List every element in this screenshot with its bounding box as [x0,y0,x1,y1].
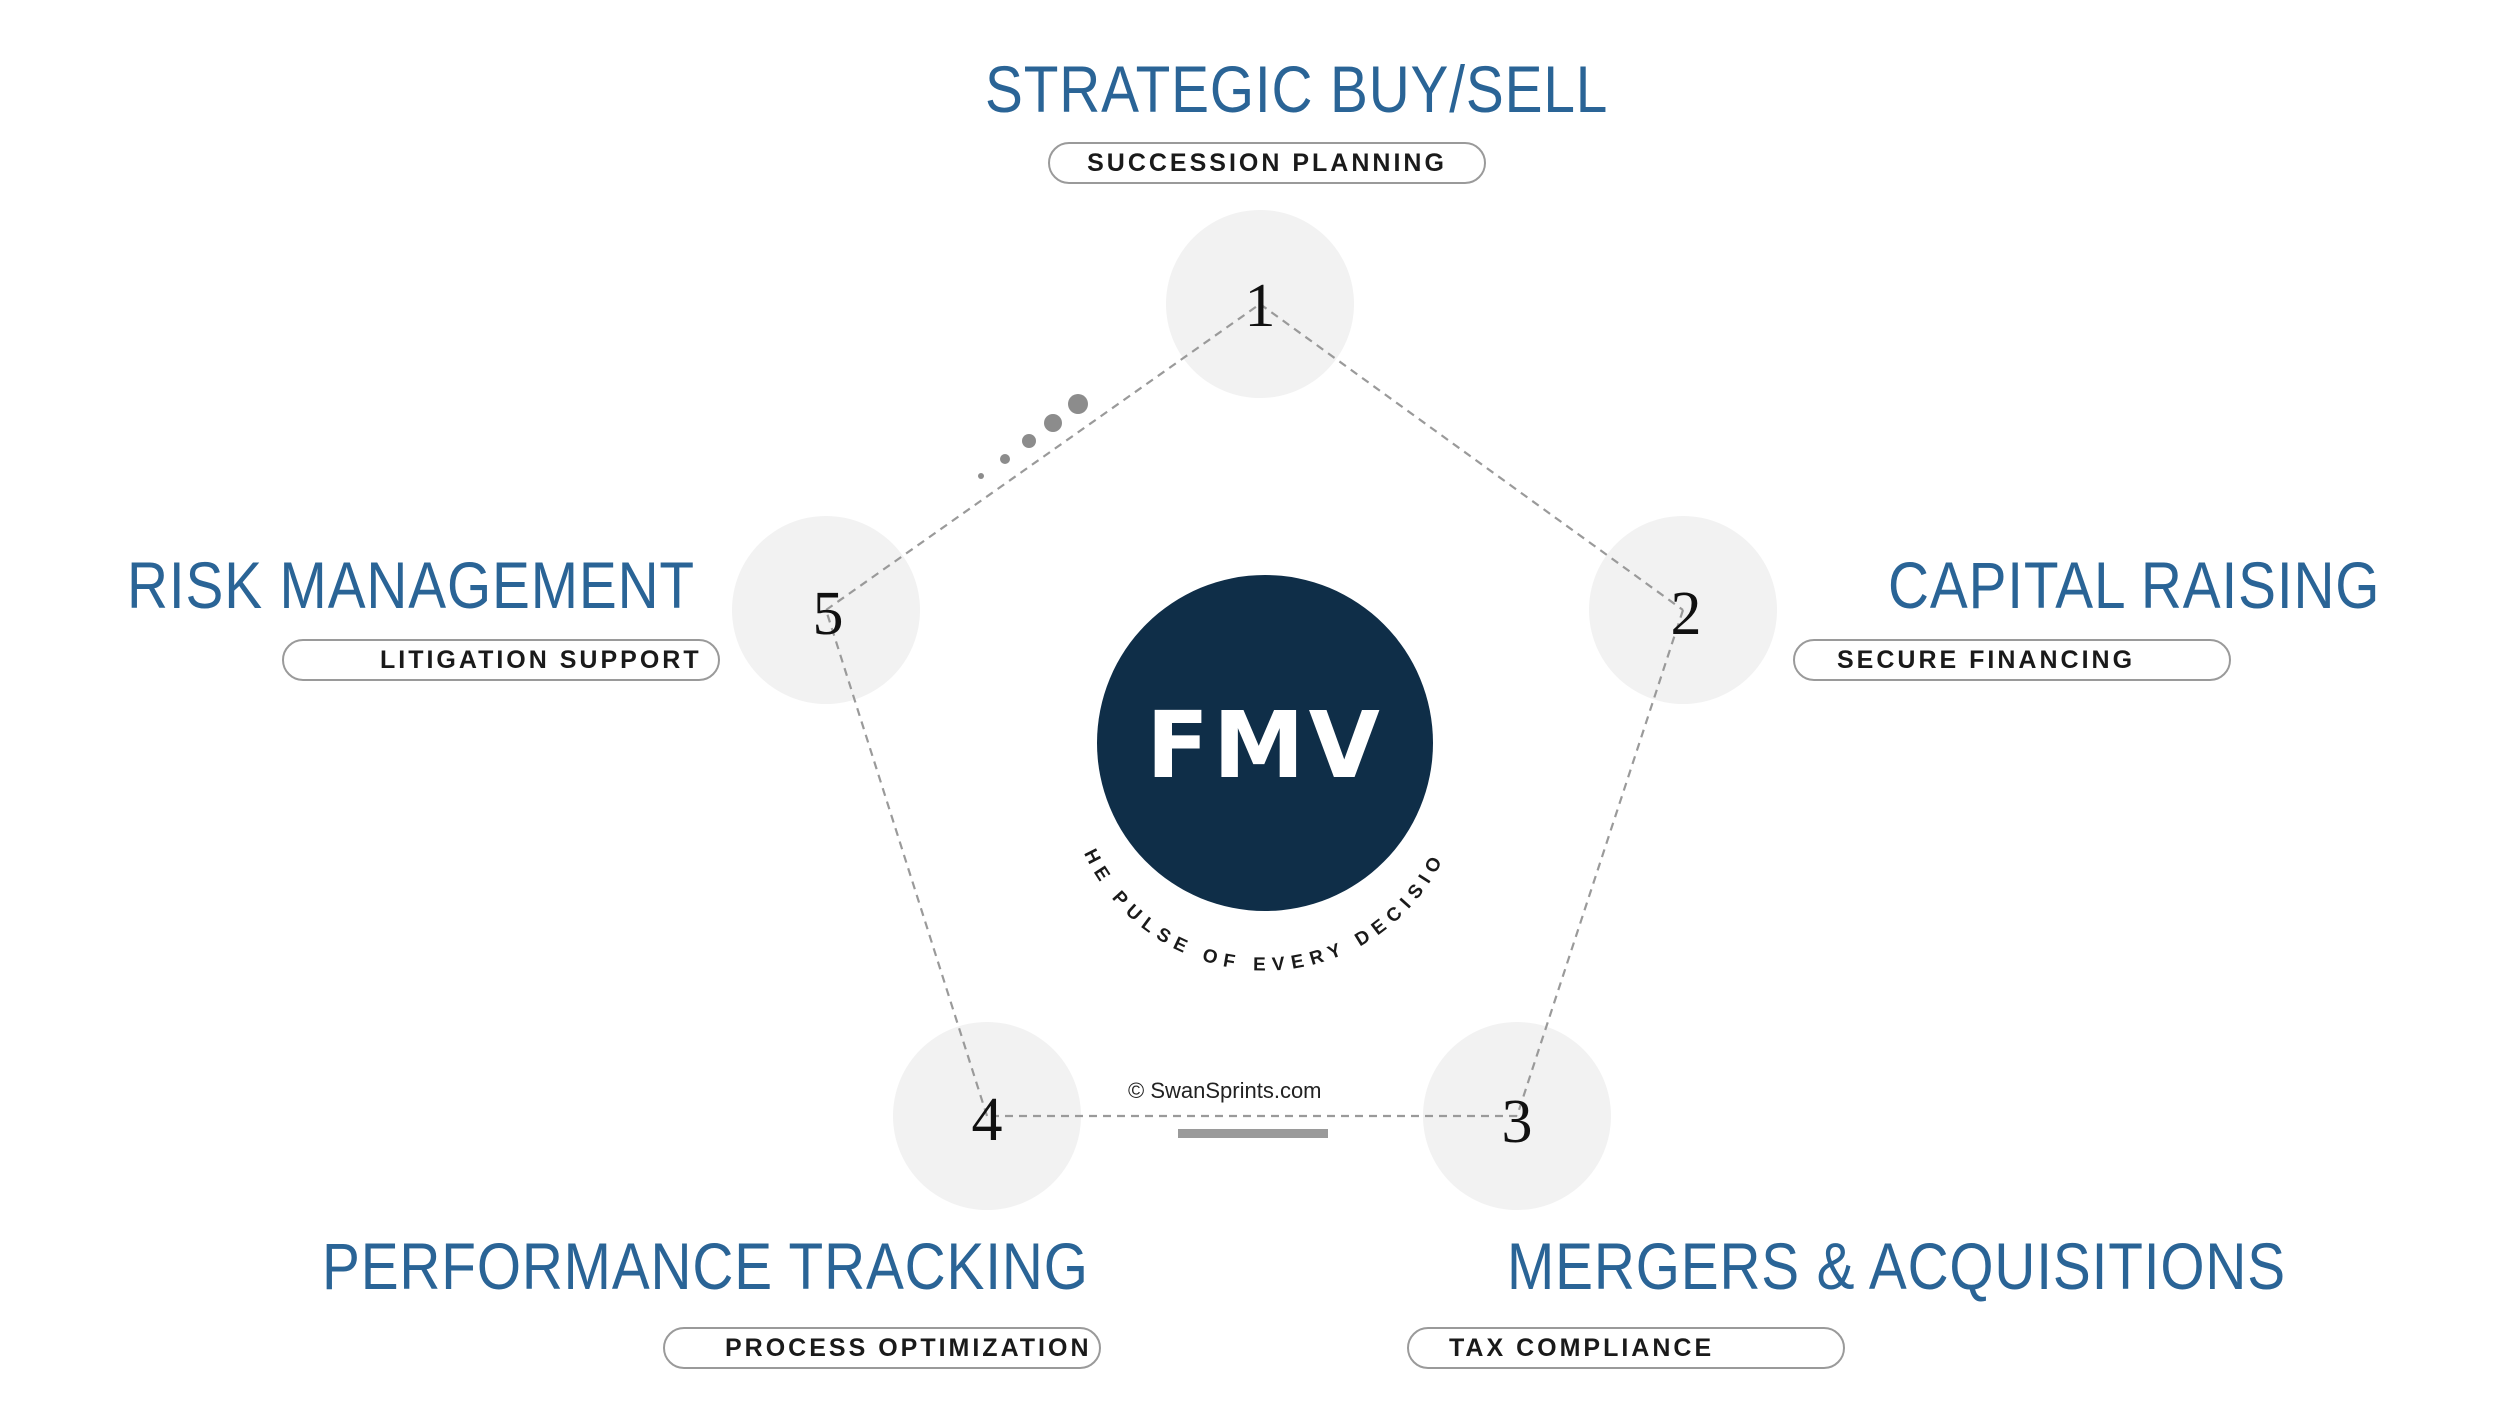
copyright-text: © SwanSprints.com [1128,1078,1322,1103]
node-title-5: RISK MANAGEMENT [127,548,695,622]
edge-2-3 [1515,609,1685,1117]
node-subtitle-2: SECURE FINANCING [1837,645,2136,674]
center-label: FMV [1146,692,1384,799]
node-subtitle-1: SUCCESSION PLANNING [1087,148,1447,177]
node-subtitle-pill-2: SECURE FINANCING [1793,639,2231,681]
node-title-3: MERGERS & ACQUISITIONS [1507,1229,2287,1303]
node-number-4: 4 [972,1086,1003,1154]
node-number-2: 2 [1671,580,1702,648]
node-subtitle-3: TAX COMPLIANCE [1449,1333,1715,1362]
edge-4-5 [824,609,989,1117]
progress-dot [978,473,984,479]
node-subtitle-5: LITIGATION SUPPORT [380,645,702,674]
node-subtitle-pill-5: LITIGATION SUPPORT [282,639,720,681]
node-subtitle-pill-4: PROCESS OPTIMIZATION [663,1327,1101,1369]
progress-dot [1068,394,1088,414]
progress-dot [1022,434,1036,448]
node-number-1: 1 [1245,272,1276,340]
node-subtitle-pill-1: SUCCESSION PLANNING [1048,142,1486,184]
node-subtitle-pill-3: TAX COMPLIANCE [1407,1327,1845,1369]
center-circle [1097,575,1433,911]
copyright-underline [1178,1129,1328,1138]
progress-dot [1000,454,1010,464]
node-title-4: PERFORMANCE TRACKING [322,1229,1089,1303]
node-number-5: 5 [813,580,844,648]
progress-dot [1044,414,1062,432]
node-number-3: 3 [1502,1088,1533,1156]
node-subtitle-4: PROCESS OPTIMIZATION [725,1333,1092,1362]
node-title-2: CAPITAL RAISING [1888,548,2381,622]
progress-dots [978,394,1088,479]
edge-5-1 [825,303,1261,611]
node-title-1: STRATEGIC BUY/SELL [985,52,1609,126]
edge-1-2 [1259,303,1684,611]
